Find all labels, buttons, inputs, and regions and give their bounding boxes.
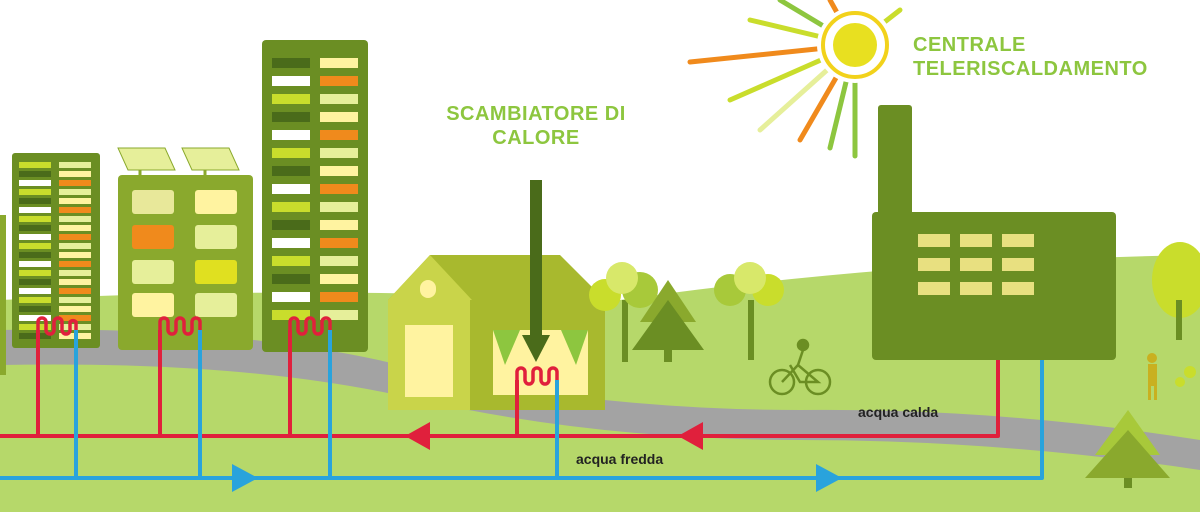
window: [320, 238, 358, 248]
cold-water-label: acqua fredda: [576, 451, 664, 467]
building-2: [117, 147, 253, 350]
window: [59, 216, 91, 222]
window: [272, 256, 310, 266]
window: [272, 148, 310, 158]
window: [19, 180, 51, 186]
exchanger-title: SCAMBIATORE DI CALORE: [446, 102, 626, 150]
window: [19, 216, 51, 222]
window: [59, 189, 91, 195]
window: [59, 252, 91, 258]
window: [59, 225, 91, 231]
tree-icon: [714, 262, 784, 360]
bicycle-icon: [768, 338, 832, 396]
window: [320, 148, 358, 158]
window: [272, 310, 310, 320]
window: [272, 274, 310, 284]
window: [272, 112, 310, 122]
plant-title-line1: CENTRALE: [913, 34, 1026, 56]
building-left-edge: [0, 215, 6, 375]
window: [19, 279, 51, 285]
heat-exchanger-coil-icon: [36, 316, 559, 386]
window: [320, 166, 358, 176]
window: [320, 184, 358, 194]
tree-icon: [589, 262, 658, 362]
hot-water-pipe: [0, 330, 1000, 438]
window: [320, 112, 358, 122]
factory-icon: [872, 105, 1116, 360]
window: [272, 130, 310, 140]
window: [59, 234, 91, 240]
window: [19, 252, 51, 258]
window: [19, 315, 51, 321]
building-1: [12, 153, 100, 348]
window: [19, 162, 51, 168]
window: [59, 162, 91, 168]
window: [320, 76, 358, 86]
window: [320, 58, 358, 68]
window: [320, 292, 358, 302]
window: [19, 243, 51, 249]
plant-title: CENTRALE TELERISCALDAMENTO: [913, 33, 1153, 81]
window: [320, 220, 358, 230]
window: [320, 256, 358, 266]
window: [320, 94, 358, 104]
window: [19, 198, 51, 204]
window: [59, 306, 91, 312]
sun-icon: [687, 0, 903, 159]
cold-flow-arrow: [816, 464, 842, 492]
window: [272, 166, 310, 176]
window: [272, 220, 310, 230]
window: [19, 333, 51, 339]
window: [59, 261, 91, 267]
window: [19, 324, 51, 330]
window: [19, 306, 51, 312]
house: [388, 255, 605, 410]
window: [272, 94, 310, 104]
cold-flow-arrow: [232, 464, 258, 492]
window: [59, 270, 91, 276]
window: [320, 202, 358, 212]
window: [19, 225, 51, 231]
tree-icon: [1085, 410, 1170, 488]
window: [19, 207, 51, 213]
person-icon: [1147, 353, 1196, 400]
exchanger-title-line1: SCAMBIATORE DI: [446, 103, 626, 125]
cold-water-pipe: [0, 330, 1044, 480]
window: [19, 297, 51, 303]
window: [320, 130, 358, 140]
window: [272, 76, 310, 86]
window: [59, 207, 91, 213]
window: [19, 189, 51, 195]
window: [272, 292, 310, 302]
exchanger-title-line2: CALORE: [492, 127, 580, 149]
window: [19, 234, 51, 240]
window: [59, 297, 91, 303]
window: [19, 288, 51, 294]
window: [59, 180, 91, 186]
window: [272, 238, 310, 248]
tree-icon: [632, 280, 704, 362]
window: [272, 202, 310, 212]
window: [320, 274, 358, 284]
tree-icon: [1152, 242, 1200, 340]
hot-water-label: acqua calda: [858, 404, 939, 420]
plant-title-line2: TELERISCALDAMENTO: [913, 58, 1148, 80]
window: [272, 184, 310, 194]
window: [59, 288, 91, 294]
hot-flow-arrow: [678, 422, 703, 450]
window: [19, 261, 51, 267]
window: [19, 270, 51, 276]
window: [59, 279, 91, 285]
exchanger-arrow: [522, 180, 550, 362]
hot-flow-arrow: [405, 422, 430, 450]
window: [59, 198, 91, 204]
window: [59, 171, 91, 177]
window: [59, 315, 91, 321]
window: [19, 171, 51, 177]
window: [320, 310, 358, 320]
window: [59, 243, 91, 249]
window: [272, 58, 310, 68]
building-3: [262, 40, 368, 352]
